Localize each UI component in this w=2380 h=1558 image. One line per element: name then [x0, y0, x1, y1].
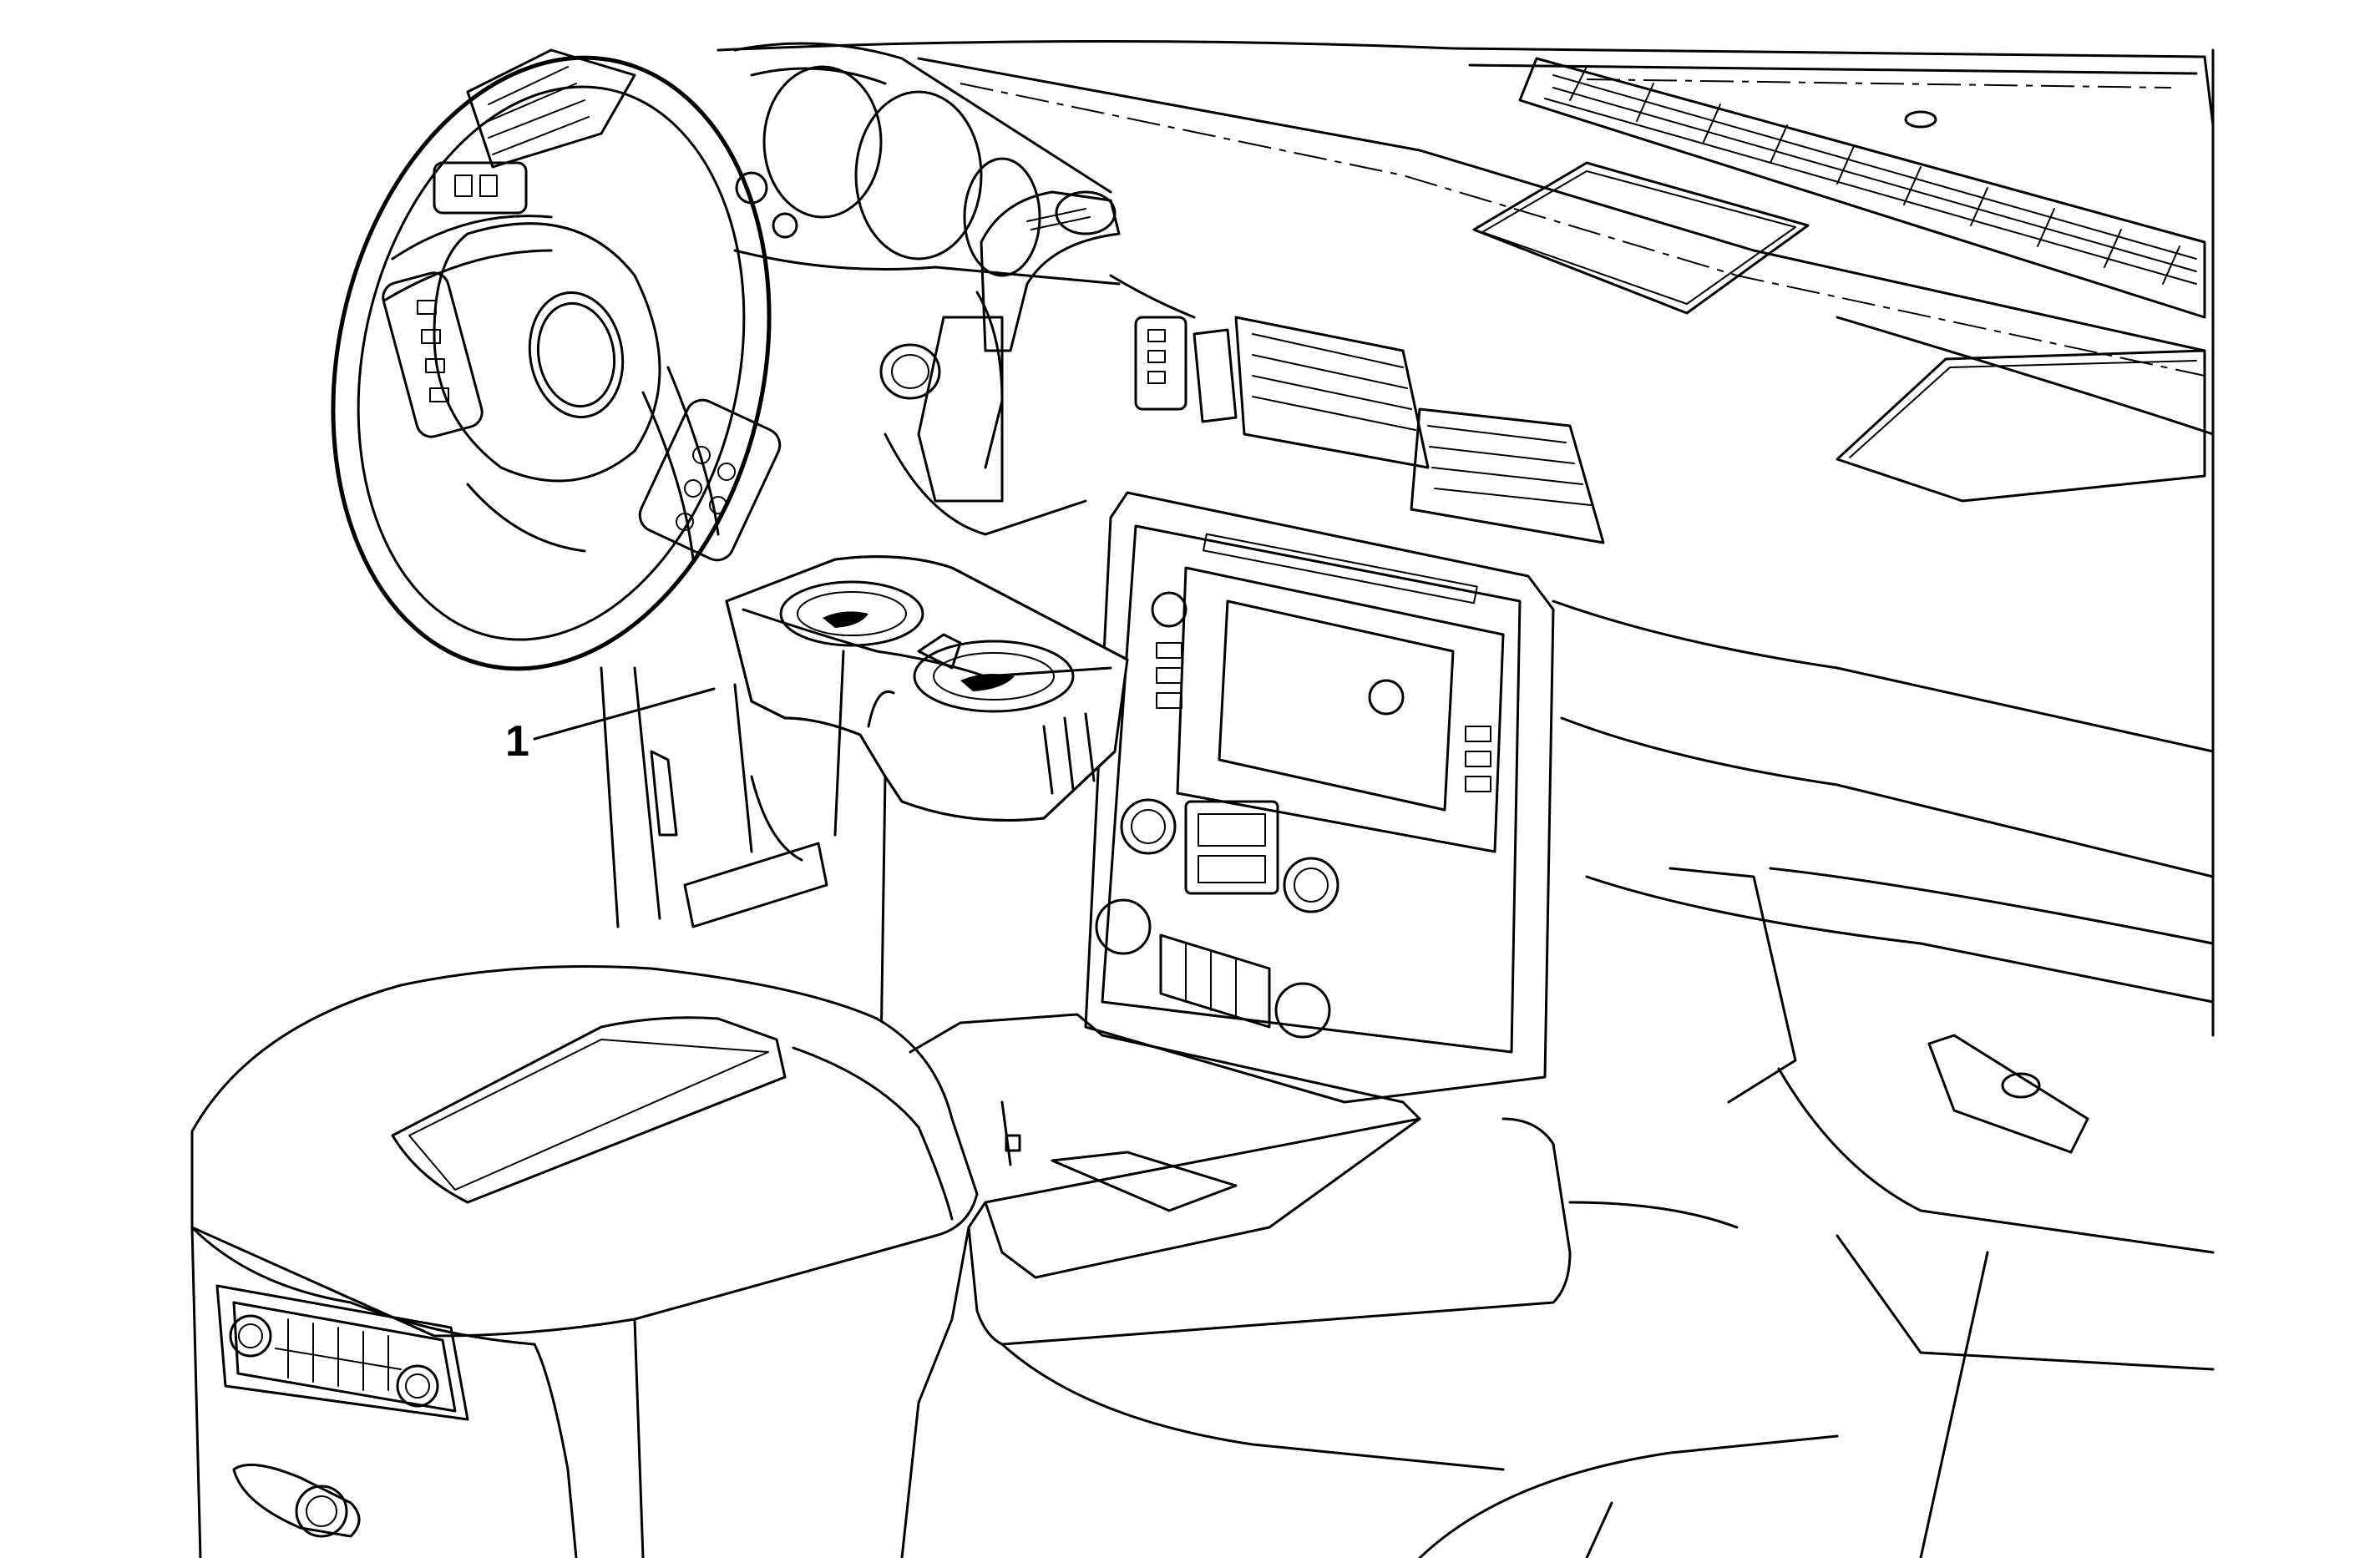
floor-console	[190, 965, 1739, 1558]
passenger-dash	[1552, 599, 2215, 1558]
instrument-cluster	[733, 42, 1121, 286]
shift-lever	[879, 190, 1121, 536]
steering-wheel	[331, 55, 782, 671]
radio-display-unit	[1084, 491, 1555, 1104]
left-kick-panel	[600, 666, 828, 928]
front-cup-holder	[725, 555, 1129, 1054]
floor	[1000, 1343, 1839, 1558]
defroster-vent	[1518, 57, 2206, 319]
center-vents	[1109, 274, 1605, 544]
climate-control-panel	[1095, 798, 1339, 1039]
callout-label: 1	[505, 717, 529, 766]
dash-speaker-pads	[1472, 161, 2206, 503]
dashboard-top	[717, 39, 2215, 1037]
callout-leader-line	[533, 687, 716, 741]
callout-1: 1	[505, 687, 716, 766]
left-vent-and-switches	[433, 48, 636, 215]
